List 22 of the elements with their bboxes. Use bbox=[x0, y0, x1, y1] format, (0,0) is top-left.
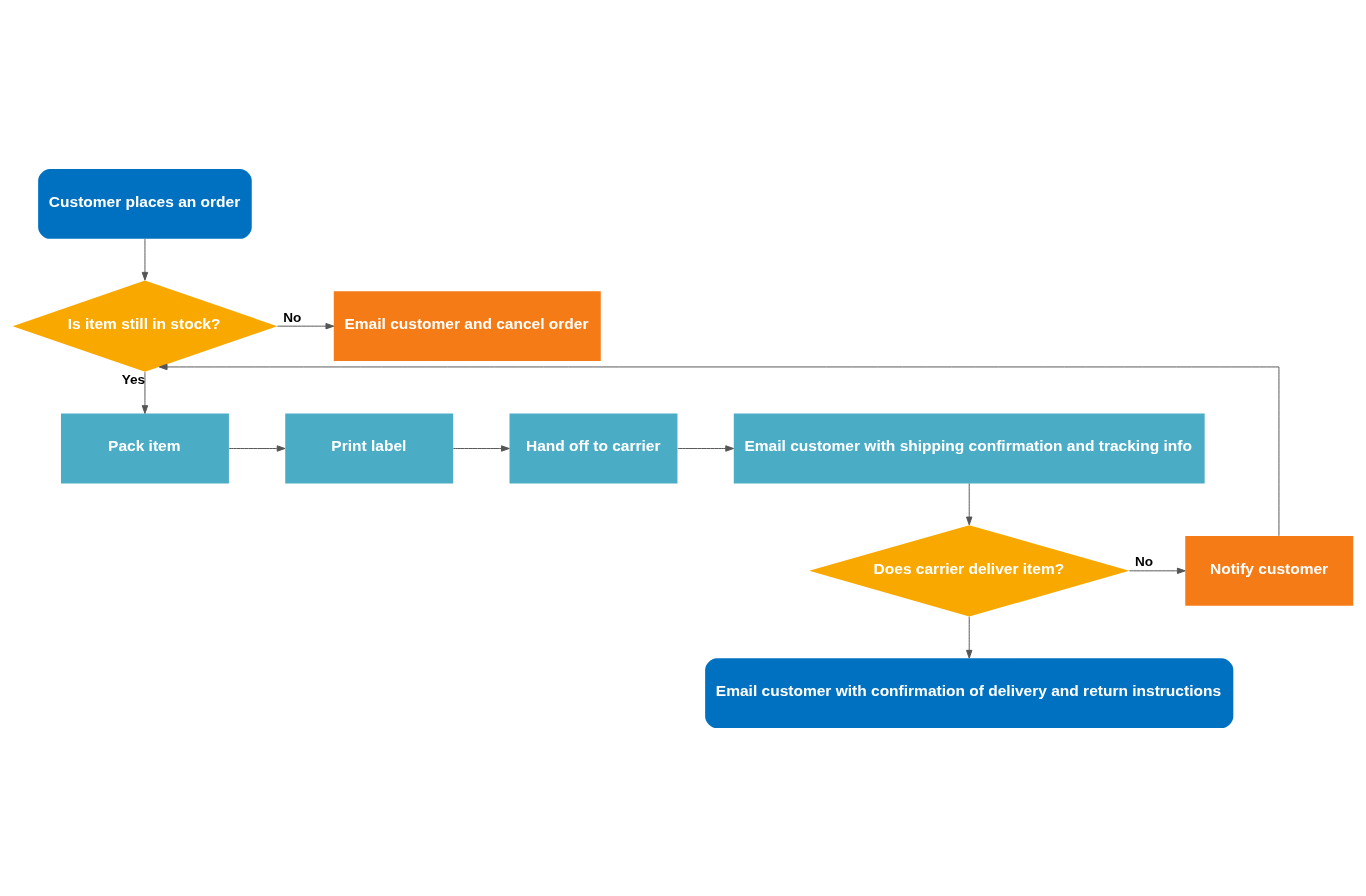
edge-label: Yes bbox=[121, 371, 146, 387]
edge-label: No bbox=[283, 309, 302, 325]
node-box: Hand off to carrier bbox=[509, 413, 678, 483]
arrow bbox=[966, 615, 973, 659]
node-box: Pack item bbox=[60, 413, 229, 483]
arrow bbox=[228, 444, 286, 452]
arrow bbox=[141, 371, 149, 414]
arrow bbox=[276, 322, 335, 329]
edge-label: No bbox=[1134, 553, 1154, 569]
arrow bbox=[677, 444, 734, 452]
arrow bbox=[1128, 567, 1186, 574]
node-diamond: Does carrier deliver item? bbox=[809, 524, 1130, 616]
arrow bbox=[141, 237, 149, 281]
node-box: Customer places an order bbox=[38, 168, 252, 239]
node-box: Email customer with confirmation of delivery and return instructions bbox=[705, 657, 1234, 728]
arrow bbox=[452, 444, 510, 452]
arrow bbox=[158, 363, 1280, 536]
node-box: Notify customer bbox=[1185, 535, 1354, 606]
node-box: Email customer with shipping confirmation and tracking info bbox=[733, 413, 1205, 483]
node-box: Print label bbox=[285, 413, 454, 483]
arrow bbox=[966, 482, 973, 525]
node-box: Email customer and cancel order bbox=[333, 290, 601, 361]
